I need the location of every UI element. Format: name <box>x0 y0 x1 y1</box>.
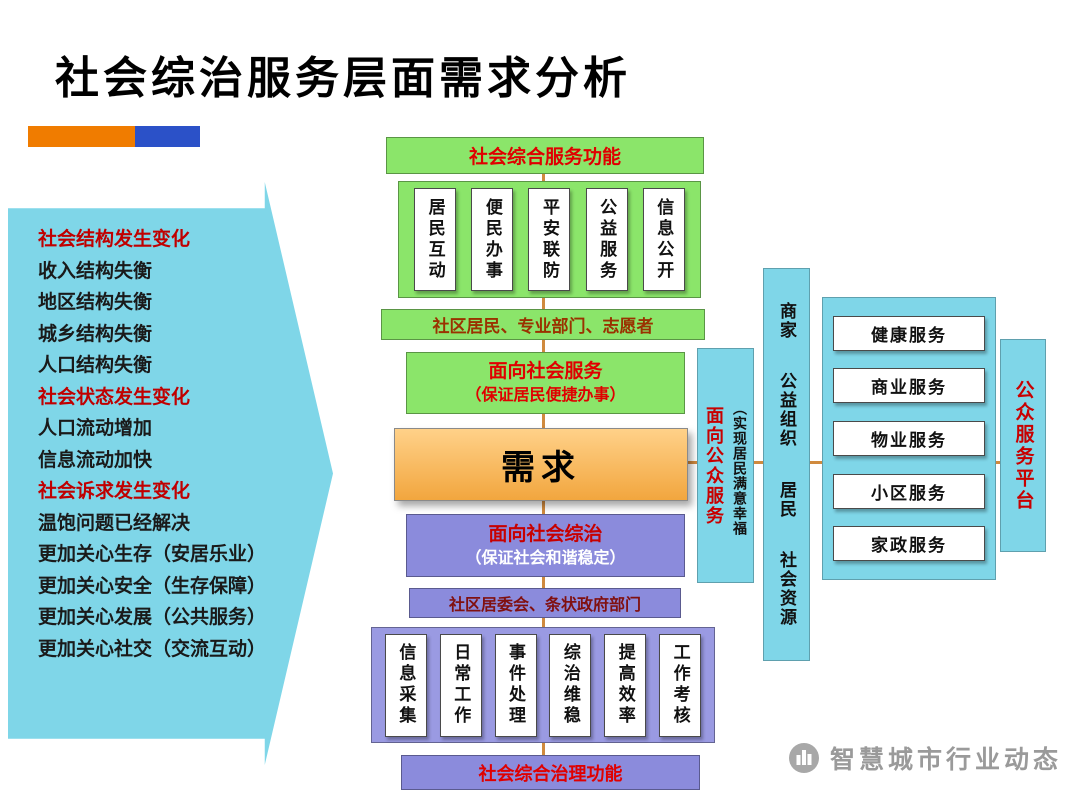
facing-public-service-note: （实现居民满意幸福 <box>732 401 748 536</box>
list-item: 地区结构失衡 <box>38 292 153 313</box>
service-actors-box: 社区居民、专业部门、志愿者 <box>381 309 705 340</box>
governance-actors-box: 社区居委会、条状政府部门 <box>409 588 681 618</box>
list-item: 城乡结构失衡 <box>38 323 153 345</box>
function-box: 综治维稳 <box>549 633 592 737</box>
facing-society-service-box: 面向社会服务 （保证居民便捷办事） <box>406 352 685 414</box>
facing-society-service-title: 面向社会服务 <box>488 361 603 383</box>
list-item: 社会结构发生变化 <box>38 229 191 250</box>
demand-box: 需求 <box>394 428 688 501</box>
function-box: 信息采集 <box>384 633 427 737</box>
function-box: 工作考核 <box>659 633 702 737</box>
service-box: 家政服务 <box>833 526 985 562</box>
list-item: 人口流动增加 <box>38 418 153 439</box>
watermark-text: 智慧城市行业动态 <box>830 746 1063 774</box>
list-item: 更加关心社交（交流互动） <box>38 638 267 660</box>
resource-item: 社会资源 <box>777 551 796 628</box>
facing-public-service-title: 面向公众服务 <box>704 405 724 526</box>
function-box: 平安联防 <box>528 188 571 291</box>
city-logo-icon <box>789 743 819 773</box>
service-box: 商业服务 <box>833 368 985 404</box>
list-item: 收入结构失衡 <box>38 260 153 282</box>
service-box: 小区服务 <box>833 473 985 509</box>
facing-governance-title: 面向社会综治 <box>488 523 603 545</box>
list-item: 信息流动加快 <box>38 449 153 471</box>
function-box: 居民互动 <box>414 188 457 291</box>
title-underline-blue <box>135 126 200 147</box>
resource-item: 居民 <box>777 480 796 519</box>
function-box: 便民办事 <box>471 188 514 291</box>
service-box: 物业服务 <box>833 420 985 456</box>
facing-governance-box: 面向社会综治 （保证社会和谐稳定） <box>406 514 685 577</box>
social-change-arrow: 社会结构发生变化 收入结构失衡 地区结构失衡 城乡结构失衡 人口结构失衡 社会状… <box>8 182 333 765</box>
list-item: 更加关心生存（安居乐业） <box>38 544 267 565</box>
public-services-grid: 健康服务 商业服务 物业服务 小区服务 家政服务 <box>822 297 996 580</box>
governance-functions-grid: 信息采集 日常工作 事件处理 综治维稳 提高效率 工作考核 <box>371 627 715 743</box>
function-box: 事件处理 <box>494 633 537 737</box>
social-resources-box: 商家 公益组织 居民 社会资源 <box>763 268 810 661</box>
service-functions-grid: 居民互动 便民办事 平安联防 公益服务 信息公开 <box>398 181 701 298</box>
list-item: 人口结构失衡 <box>38 355 153 376</box>
function-box: 公益服务 <box>585 188 628 291</box>
public-service-platform-box: 公众服务平台 <box>1000 339 1046 552</box>
public-service-platform-label: 公众服务平台 <box>1012 379 1034 512</box>
watermark: 智慧城市行业动态 <box>788 740 1062 776</box>
function-box: 信息公开 <box>642 188 685 291</box>
title-underline-orange <box>28 126 135 147</box>
service-box: 健康服务 <box>833 315 985 351</box>
function-box: 日常工作 <box>439 633 482 737</box>
list-item: 更加关心安全（生存保障） <box>38 575 267 597</box>
service-functions-header: 社会综合服务功能 <box>386 137 704 174</box>
resource-item: 商家 <box>777 301 796 340</box>
function-box: 提高效率 <box>604 633 647 737</box>
facing-society-service-subtitle: （保证居民便捷办事） <box>465 387 626 405</box>
page-title: 社会综治服务层面需求分析 <box>55 54 631 103</box>
list-item: 社会状态发生变化 <box>38 386 191 408</box>
resource-item: 公益组织 <box>777 372 796 449</box>
list-item: 温饱问题已经解决 <box>38 512 191 534</box>
governance-functions-header: 社会综合治理功能 <box>401 755 700 790</box>
social-change-list: 社会结构发生变化 收入结构失衡 地区结构失衡 城乡结构失衡 人口结构失衡 社会状… <box>38 224 266 665</box>
facing-governance-subtitle: （保证社会和谐稳定） <box>465 549 626 567</box>
list-item: 社会诉求发生变化 <box>38 481 191 502</box>
list-item: 更加关心发展（公共服务） <box>38 607 267 628</box>
facing-public-service-box: 面向公众服务 （实现居民满意幸福 <box>697 348 754 583</box>
